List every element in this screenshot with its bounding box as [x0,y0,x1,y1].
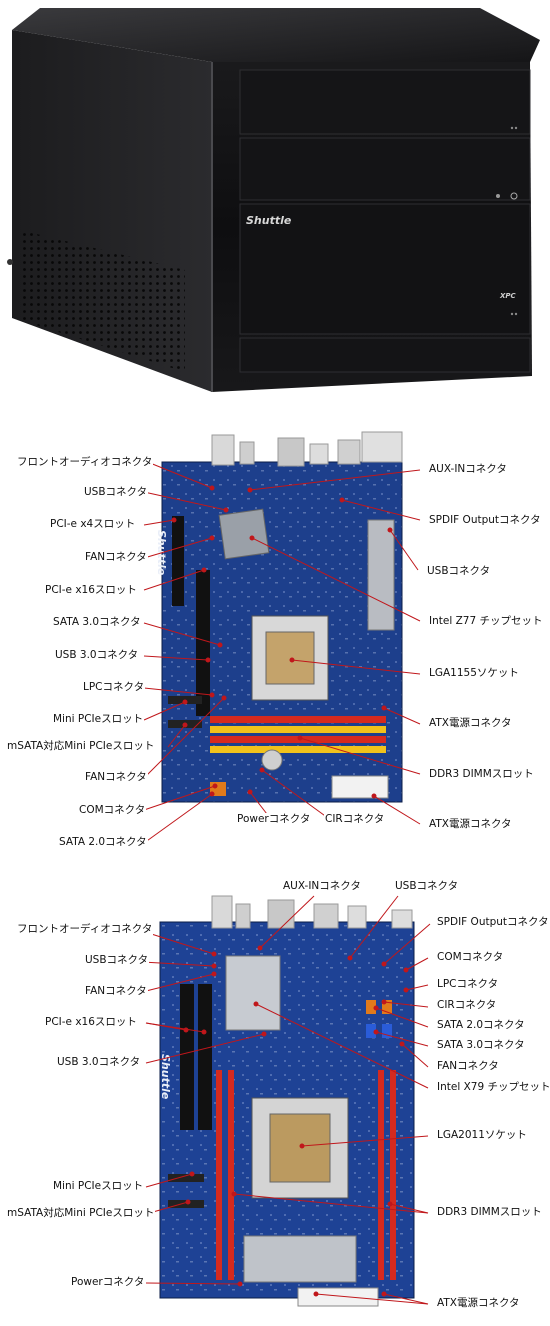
b2-label-spdif: SPDIF Outputコネクタ [436,916,550,929]
dimm-slot-2 [210,726,386,733]
b1-label-fan-2: FANコネクタ [84,771,148,784]
b2-label-com: COMコネクタ [436,951,505,964]
pcie-x16-slot-2 [198,984,212,1130]
b2-label-cir: CIRコネクタ [436,999,498,1012]
dimm-slot-left-1 [216,1070,222,1280]
b2-label-msata: mSATA対応Mini PCIeスロット [6,1207,156,1220]
atx-power-connector [331,775,389,799]
sata2-connector [366,1000,376,1014]
b1-label-aux-in: AUX-INコネクタ [428,463,508,476]
board-2-logo: Shuttle [159,1054,172,1100]
b2-label-usb3: USB 3.0コネクタ [56,1056,142,1069]
b1-label-usb-right: USBコネクタ [426,565,492,578]
dimm-slot-right-2 [390,1070,396,1280]
drive-bay-2 [239,137,531,201]
led-icon [496,194,500,198]
b1-label-dimm: DDR3 DIMMスロット [428,768,535,781]
b1-label-chipset: Intel Z77 チップセット [428,615,544,628]
b2-label-lpc: LPCコネクタ [436,978,500,991]
b1-label-cir: CIRコネクタ [324,813,386,826]
b1-label-fan-1: FANコネクタ [84,551,148,564]
power-button[interactable] [510,192,518,200]
b1-label-mini-pcie: Mini PCIeスロット [52,713,145,726]
front-panel [239,203,531,335]
pcie-x16-slot [196,570,210,716]
b2-label-power: Powerコネクタ [70,1276,146,1289]
xpc-badge: XPC [499,292,517,300]
dimm-slot-4 [210,746,386,753]
b1-label-usb: USBコネクタ [83,486,149,499]
b2-label-sata2: SATA 2.0コネクタ [436,1019,526,1032]
b2-label-front-audio: フロントオーディオコネクタ [16,923,154,936]
b2-label-dimm: DDR3 DIMMスロット [436,1206,543,1219]
b1-label-lpc: LPCコネクタ [82,681,146,694]
b2-label-usb-top: USBコネクタ [394,880,460,893]
b1-label-pcie-x4: PCI-e x4スロット [49,518,137,531]
b2-label-mini-pcie: Mini PCIeスロット [52,1180,145,1193]
b1-label-spdif: SPDIF Outputコネクタ [428,514,542,527]
b2-label-usb: USBコネクタ [84,954,150,967]
b2-label-pcie-x16: PCI-e x16スロット [44,1016,138,1029]
b1-label-atx-1: ATX電源コネクタ [428,717,513,730]
drive-bay-1 [239,69,531,135]
b1-label-power: Powerコネクタ [236,813,312,826]
b1-label-atx-2: ATX電源コネクタ [428,818,513,831]
b1-label-msata: mSATA対応Mini PCIeスロット [6,740,156,753]
atx-power-connector [297,1287,379,1307]
pcie-x16-slot-1 [180,984,194,1130]
case-top [12,8,540,62]
b1-label-front-audio: フロントオーディオコネクタ [16,456,154,469]
dimm-slot-left-2 [228,1070,234,1280]
dimm-slot-1 [210,716,386,723]
b2-label-chipset: Intel X79 チップセット [436,1081,550,1094]
b2-label-socket: LGA2011ソケット [436,1129,528,1142]
pc-case-photo: Shuttle XPC [0,0,550,400]
chipset-heatsink [218,508,270,560]
vrm-heatsink [367,519,395,631]
side-vent [20,230,185,372]
b1-label-usb3: USB 3.0コネクタ [54,649,140,662]
b1-label-socket: LGA1155ソケット [428,667,520,680]
pcie-x4-slot [172,516,184,606]
sata3-connector [366,1024,376,1038]
drive-bay-3 [239,337,531,373]
chipset-heatsink [225,955,281,1031]
b2-label-aux-in: AUX-INコネクタ [282,880,362,893]
pc-case-illustration: Shuttle XPC [7,8,540,392]
b2-label-sata3: SATA 3.0コネクタ [436,1039,526,1052]
motherboard-1-diagram: Shuttle フロントオーディ [0,420,550,860]
motherboard-2-diagram: Shuttle フ [0,874,550,1322]
b1-label-com: COMコネクタ [78,804,147,817]
b1-label-sata2: SATA 2.0コネクタ [58,836,148,849]
motherboard-2-illustration: Shuttle [141,895,431,1307]
b1-label-pcie-x16: PCI-e x16スロット [44,584,138,597]
b2-label-fan-right: FANコネクタ [436,1060,500,1073]
b2-label-fan: FANコネクタ [84,985,148,998]
b1-label-sata3: SATA 3.0コネクタ [52,616,142,629]
dimm-slot-right-1 [378,1070,384,1280]
b2-label-atx: ATX電源コネクタ [436,1297,521,1310]
motherboard-1-illustration: Shuttle [143,431,421,844]
case-brand-logo: Shuttle [246,214,292,227]
